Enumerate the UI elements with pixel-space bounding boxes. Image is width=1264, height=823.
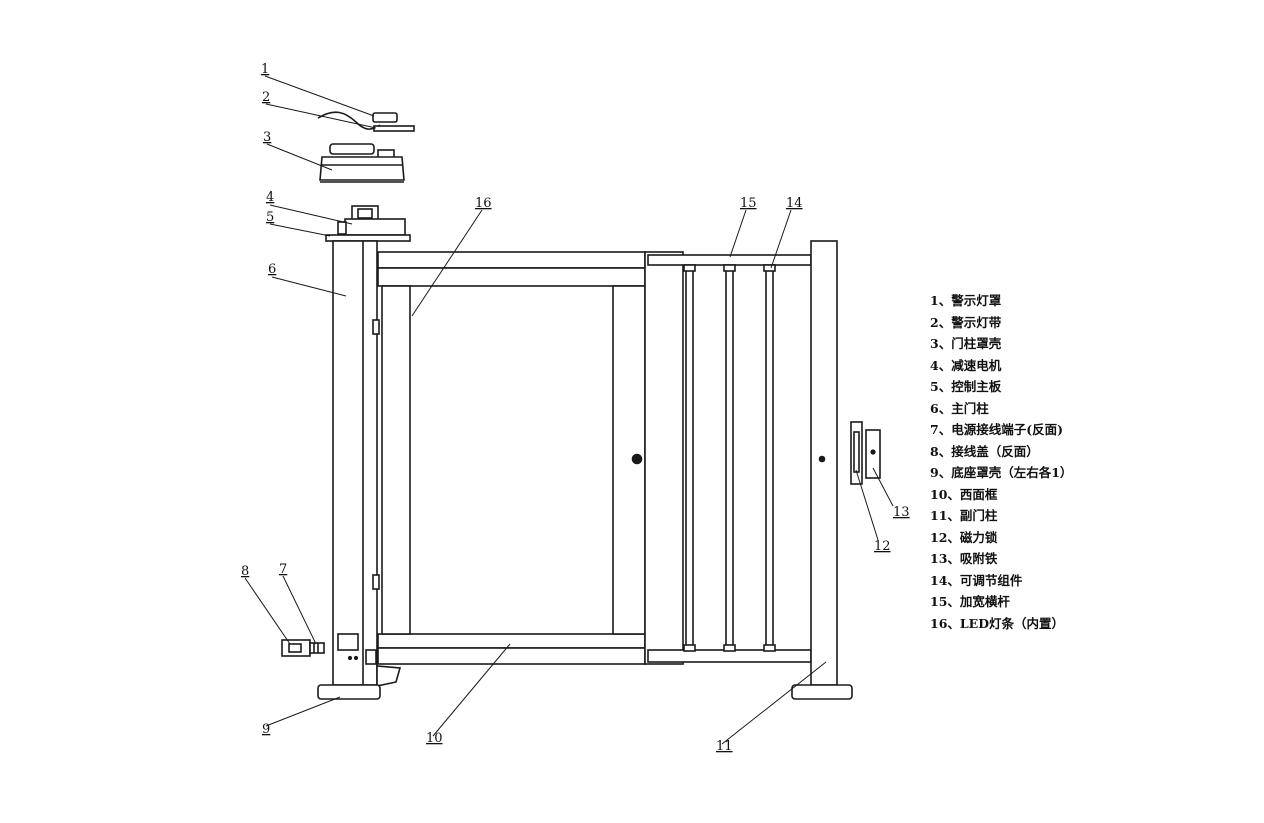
legend-item-10: 10、西面框: [930, 486, 998, 502]
adjustable-bars: [683, 264, 776, 652]
legend-item-9: 9、底座罩壳（左右各1）: [930, 465, 1073, 480]
callout-3: 3: [263, 130, 271, 145]
legend-item-13: 13、吸附铁: [930, 551, 998, 566]
callout-13: 13: [893, 505, 910, 520]
gate-panel-frame: [377, 251, 684, 665]
legend-item-6: 6、主门柱: [930, 400, 989, 416]
legend-item-1: 1、警示灯罩: [930, 293, 1002, 308]
callout-11: 11: [716, 739, 733, 754]
post-housing-cover: [319, 143, 405, 183]
callout-12: 12: [874, 539, 891, 554]
legend-item-12: 12、磁力锁: [930, 529, 998, 545]
callout-9: 9: [262, 722, 270, 737]
control-board: [325, 234, 411, 242]
terminal-cover: [281, 639, 325, 657]
legend-item-8: 8、接线盖（反面）: [930, 443, 1039, 459]
callout-2: 2: [262, 90, 270, 105]
legend-item-7: 7、电源接线端子(反面): [930, 422, 1064, 437]
warning-light-strip: [317, 111, 415, 132]
callout-5: 5: [266, 210, 274, 225]
legend-item-16: 16、LED灯条（内置）: [930, 615, 1065, 631]
legend-item-15: 15、加宽横杆: [930, 594, 1010, 609]
legend-item-3: 3、门柱罩壳: [930, 336, 1002, 351]
leader-lines: [244, 75, 894, 745]
legend-item-4: 4、减速电机: [930, 357, 1002, 373]
callout-15: 15: [740, 196, 757, 211]
legend-item-2: 2、警示灯带: [930, 314, 1002, 330]
callout-14: 14: [786, 196, 803, 211]
callout-1: 1: [261, 62, 269, 77]
parts-legend: 1、警示灯罩 2、警示灯带 3、门柱罩壳 4、减速电机 5、控制主板 6、主门柱…: [930, 290, 1090, 634]
magnetic-lock: [850, 421, 863, 485]
callout-7: 7: [279, 562, 287, 577]
callout-8: 8: [241, 564, 249, 579]
secondary-post: [791, 240, 853, 700]
callout-4: 4: [266, 190, 274, 205]
armature-plate: [865, 429, 881, 479]
warning-light-cover: [372, 112, 398, 123]
main-post: [332, 240, 402, 687]
gear-motor: [337, 205, 406, 236]
callout-6: 6: [268, 262, 276, 277]
callout-16: 16: [475, 196, 492, 211]
base-cover: [317, 684, 381, 700]
callout-10: 10: [426, 731, 443, 746]
legend-item-11: 11、副门柱: [930, 508, 998, 523]
legend-item-14: 14、可调节组件: [930, 572, 1023, 588]
legend-item-5: 5、控制主板: [930, 379, 1002, 394]
